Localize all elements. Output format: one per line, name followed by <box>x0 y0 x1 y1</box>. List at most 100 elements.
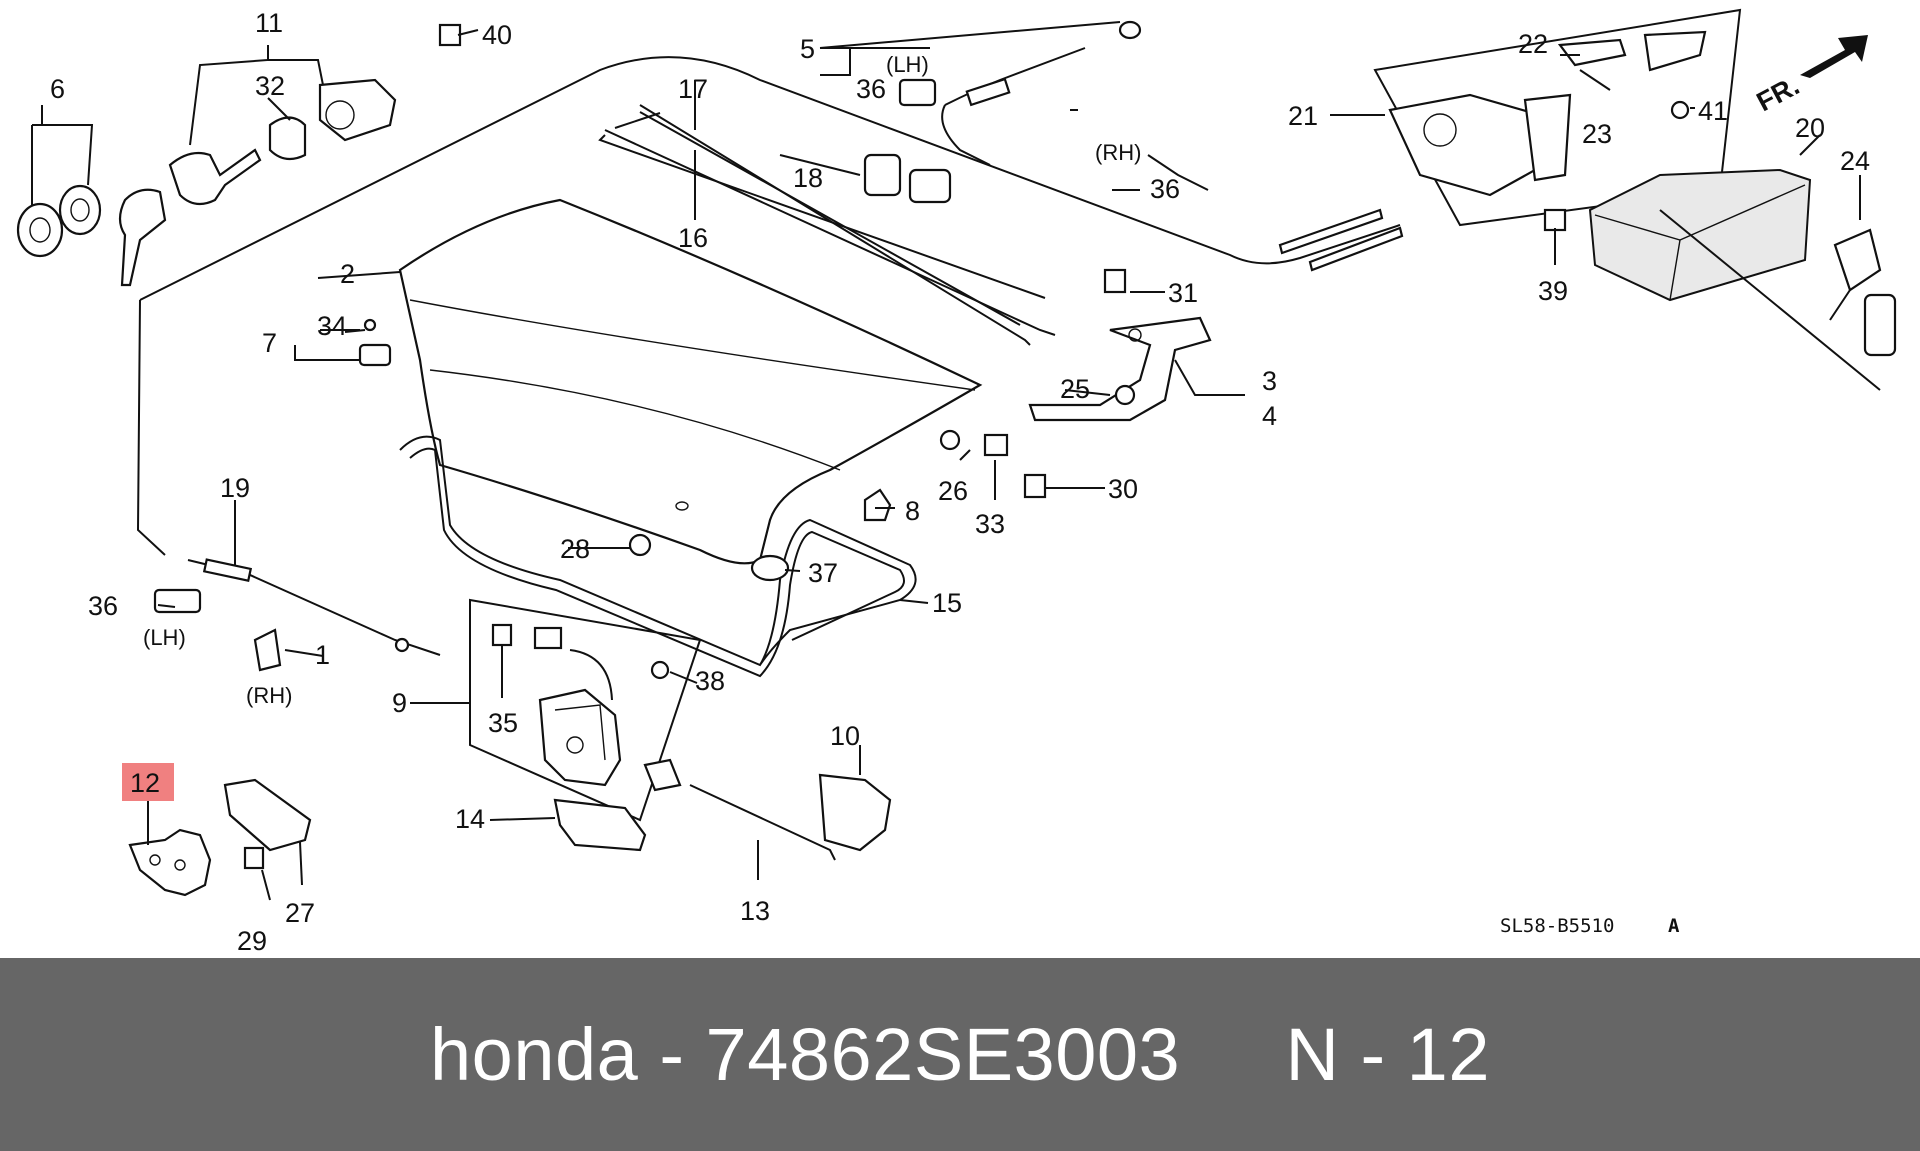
label-33: 33 <box>975 509 1005 539</box>
drawing-rev: A <box>1668 915 1680 937</box>
trunk-outline-line <box>139 56 1401 301</box>
label-14: 14 <box>455 804 485 834</box>
label-10: 10 <box>830 721 860 751</box>
clip-part-33 <box>983 433 1009 457</box>
lock-housing-part <box>1588 168 1812 302</box>
latch-plate-23 <box>1643 30 1707 72</box>
label-1: 1 <box>315 640 330 670</box>
label-15: 15 <box>932 588 962 618</box>
holder-part <box>643 758 682 792</box>
clip-part-1 <box>253 628 282 672</box>
label-36-lh: 36 <box>88 591 118 621</box>
label-21: 21 <box>1288 101 1318 131</box>
cover-part <box>818 773 892 852</box>
label-23: 23 <box>1582 119 1612 149</box>
trunk-latch-part <box>533 626 622 787</box>
torsion-rods-part <box>598 104 1056 346</box>
label-2: 2 <box>340 259 355 289</box>
clip-part-36-lh <box>153 588 202 614</box>
front-direction-label: FR. <box>1752 70 1804 117</box>
label-22: 22 <box>1518 29 1548 59</box>
label-9: 9 <box>392 688 407 718</box>
label-36-lh-top: 36 <box>856 74 886 104</box>
cushion-part-28 <box>628 533 652 557</box>
screw-part-41 <box>1670 100 1690 120</box>
label-28: 28 <box>560 534 590 564</box>
label-36-rh: 36 <box>1150 174 1180 204</box>
label-31: 31 <box>1168 278 1198 308</box>
latch-rod-part <box>689 784 836 861</box>
clip-part-18 <box>863 153 902 197</box>
label-5: 5 <box>800 34 815 64</box>
label-17: 17 <box>678 74 708 104</box>
key-cylinder-part <box>1659 209 1897 391</box>
front-direction-arrow <box>1800 35 1868 78</box>
clip-part-36-rh <box>908 168 952 204</box>
label-11: 11 <box>255 8 283 38</box>
switch-part <box>553 798 647 852</box>
label-40: 40 <box>482 20 512 50</box>
label-6: 6 <box>50 74 65 104</box>
side-label-rh-top: (RH) <box>1095 140 1141 165</box>
side-label-lh-top: (LH) <box>886 52 929 77</box>
bolt-part-31 <box>1103 268 1127 294</box>
label-27: 27 <box>285 898 315 928</box>
clip-part-36-lh-top <box>898 78 937 107</box>
trunk-outline-left <box>136 299 166 556</box>
ignition-key-part <box>118 148 262 287</box>
cushion-part-7 <box>358 343 392 367</box>
label-24: 24 <box>1840 146 1870 176</box>
label-41: 41 <box>1698 96 1728 126</box>
gasket-part <box>268 116 307 161</box>
label-25: 25 <box>1060 374 1090 404</box>
label-18: 18 <box>793 163 823 193</box>
opener-cable-part <box>187 558 441 656</box>
label-8: 8 <box>905 496 920 526</box>
label-30: 30 <box>1108 474 1138 504</box>
damper-part <box>1278 208 1404 272</box>
latch-plate-22 <box>1557 38 1627 67</box>
label-20: 20 <box>1795 113 1825 143</box>
label-34: 34 <box>317 311 347 341</box>
label-7: 7 <box>262 328 277 358</box>
nut-part-26 <box>939 429 961 451</box>
bolt-part-29 <box>243 846 265 870</box>
label-39: 39 <box>1538 276 1568 306</box>
label-13: 13 <box>740 896 770 926</box>
label-3: 3 <box>1262 366 1277 396</box>
clip-part-34 <box>363 318 377 332</box>
side-label-lh: (LH) <box>143 625 186 650</box>
label-16: 16 <box>678 223 708 253</box>
grommet-part-37 <box>750 554 790 582</box>
cushion-part-8 <box>863 488 892 522</box>
lock-body-part <box>1373 8 1742 227</box>
cover-part-27 <box>223 778 312 852</box>
bolt-part-30 <box>1023 473 1047 499</box>
label-38: 38 <box>695 666 725 696</box>
grommet-part <box>16 184 102 258</box>
label-4: 4 <box>1262 401 1277 431</box>
clip-part-38 <box>650 660 670 680</box>
label-32: 32 <box>255 71 285 101</box>
bolt-part-39 <box>1543 208 1567 232</box>
bolt-part-40 <box>438 23 462 47</box>
side-label-rh: (RH) <box>246 683 292 708</box>
door-cylinder-part <box>318 78 397 142</box>
footer-banner: honda - 74862SE3003 N - 12 <box>0 958 1920 1151</box>
leader-lines <box>31 21 1861 901</box>
highlight-box-12 <box>122 763 174 801</box>
label-29: 29 <box>237 926 267 956</box>
drawing-code: SL58-B5510 <box>1500 915 1614 937</box>
clip-part-35 <box>491 623 513 647</box>
label-26: 26 <box>938 476 968 506</box>
label-12: 12 <box>130 768 160 798</box>
parts-diagram: 1 2 3 4 5 6 7 8 9 10 11 12 13 14 15 16 1… <box>16 8 1897 956</box>
trunk-hinge-part <box>1028 316 1212 422</box>
nut-part-25 <box>1114 384 1136 406</box>
trunk-lid-part <box>398 198 983 565</box>
footer-text: honda - 74862SE3003 N - 12 <box>430 1013 1490 1096</box>
label-19: 19 <box>220 473 250 503</box>
label-37: 37 <box>808 558 838 588</box>
release-cable-part <box>941 20 1142 166</box>
label-35: 35 <box>488 708 518 738</box>
